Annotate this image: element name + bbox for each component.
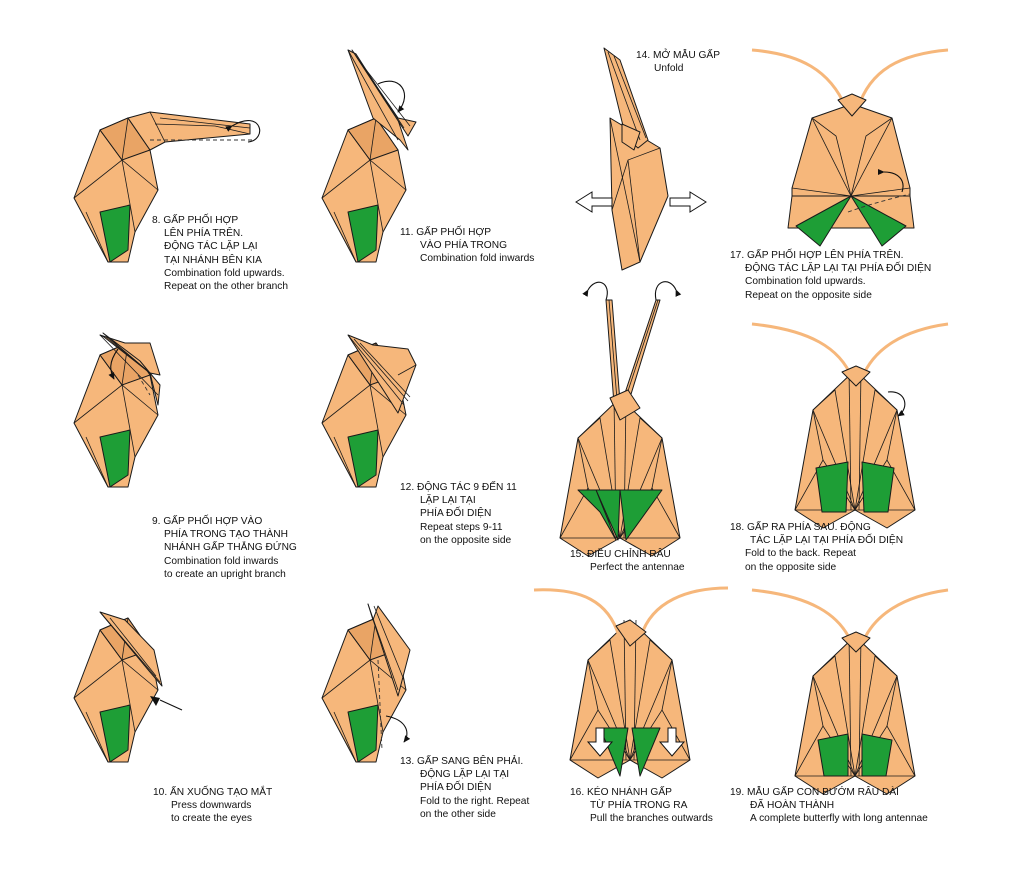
step-15-line: Perfect the antennae — [590, 562, 685, 574]
step-16-figure — [533, 586, 729, 779]
step-9-line: NHÁNH GẤP THẲNG ĐỨNG — [164, 542, 297, 554]
step-12-caption: 12. ĐỘNG TÁC 9 ĐẾN 11 LẶP LẠI TẠI PHÍA Đ… — [400, 481, 517, 547]
step-13-line: on the other side — [420, 808, 496, 820]
step-19-line: A complete butterfly with long antennae — [750, 813, 928, 825]
step-8-line: TẠI NHÁNH BÊN KIA — [164, 254, 262, 266]
step-13-line: ĐỘNG LẶP LẠI TẠI — [420, 769, 510, 781]
step-8-caption: 8. GẤP PHỐI HỢP LÊN PHÍA TRÊN. ĐỘNG TÁC … — [152, 214, 288, 293]
step-10-line: Press downwards — [171, 800, 252, 812]
step-10-figure — [73, 611, 183, 763]
step-13-figure — [321, 603, 411, 763]
step-8-line: Combination fold upwards. — [164, 267, 285, 279]
step-12-line: PHÍA ĐỐI DIỆN — [420, 508, 492, 520]
step-11-figure — [321, 49, 417, 263]
step-14-title: 14. MỞ MẪU GẤP — [636, 50, 721, 61]
step-9-title: 9. GẤP PHỐI HỢP VÀO — [152, 516, 263, 527]
step-14-figure — [575, 47, 707, 271]
step-13-line: PHÍA ĐỐI DIỆN — [420, 782, 492, 794]
step-13-title: 13. GẤP SANG BÊN PHẢI. — [400, 756, 524, 767]
step-15-caption: 15. ĐIỀU CHỈNH RÂU Perfect the antennae — [570, 548, 685, 574]
step-17-figure — [751, 48, 949, 247]
step-10-title: 10. ẤN XUỐNG TẠO MẮT — [153, 787, 273, 798]
step-12-line: Repeat steps 9-11 — [420, 521, 503, 533]
step-18-line: on the opposite side — [745, 561, 837, 573]
step-18-figure — [751, 322, 949, 529]
step-17-line: Repeat on the opposite side — [745, 289, 872, 301]
step-10-caption: 10. ẤN XUỐNG TẠO MẮT Press downwards to … — [153, 786, 272, 826]
step-17-line: ĐỘNG TÁC LẶP LẠI TẠI PHÍA ĐỐI DIỆN — [745, 263, 932, 275]
step-11-line: Combination fold inwards — [420, 253, 535, 265]
step-17-title: 17. GẤP PHỐI HỢP LÊN PHÍA TRÊN. — [730, 250, 904, 261]
step-8-figure — [73, 111, 261, 263]
step-15-figure — [559, 281, 682, 557]
step-17-line: Combination fold upwards. — [745, 276, 866, 288]
step-18-line: Fold to the back. Repeat — [745, 548, 856, 560]
step-10-line: to create the eyes — [171, 813, 252, 825]
step-8-title: 8. GẤP PHỐI HỢP — [152, 215, 239, 226]
step-14-line: Unfold — [654, 63, 684, 75]
step-15-title: 15. ĐIỀU CHỈNH RÂU — [570, 549, 671, 560]
step-9-line: to create an upright branch — [164, 568, 286, 580]
step-12-figure — [321, 334, 417, 488]
step-9-line: Combination fold inwards — [164, 555, 279, 567]
step-19-figure — [751, 588, 949, 795]
step-19-line: ĐÃ HOÀN THÀNH — [750, 800, 835, 812]
step-13-caption: 13. GẤP SANG BÊN PHẢI. ĐỘNG LẶP LẠI TẠI … — [400, 755, 529, 821]
step-9-line: PHÍA TRONG TẠO THÀNH — [164, 529, 288, 541]
step-19-caption: 19. MẪU GẤP CON BƯỚM RÂU DÀI ĐÃ HOÀN THÀ… — [730, 786, 928, 826]
step-9-caption: 9. GẤP PHỐI HỢP VÀO PHÍA TRONG TẠO THÀNH… — [152, 515, 297, 581]
step-14-caption: 14. MỞ MẪU GẤP Unfold — [636, 49, 720, 75]
step-18-caption: 18. GẤP RA PHÍA SAU. ĐỘNG TÁC LẶP LẠI TẠ… — [730, 521, 903, 574]
step-17-caption: 17. GẤP PHỐI HỢP LÊN PHÍA TRÊN. ĐỘNG TÁC… — [730, 249, 931, 302]
step-16-caption: 16. KÉO NHÁNH GẤP TỪ PHÍA TRONG RA Pull … — [570, 786, 713, 826]
step-18-line: TÁC LẶP LẠI TẠI PHÍA ĐỐI DIỆN — [750, 535, 904, 547]
step-11-caption: 11. GẤP PHỐI HỢP VÀO PHÍA TRONG Combinat… — [400, 226, 534, 266]
step-12-title: 12. ĐỘNG TÁC 9 ĐẾN 11 — [400, 482, 517, 493]
step-11-title: 11. GẤP PHỐI HỢP — [400, 227, 492, 238]
step-12-line: LẶP LẠI TẠI — [420, 495, 476, 507]
step-11-line: VÀO PHÍA TRONG — [420, 240, 507, 252]
step-18-title: 18. GẤP RA PHÍA SAU. ĐỘNG — [730, 522, 871, 533]
step-8-line: ĐỘNG TÁC LẶP LẠI — [164, 241, 258, 253]
step-16-line: TỪ PHÍA TRONG RA — [590, 800, 688, 812]
step-19-title: 19. MẪU GẤP CON BƯỚM RÂU DÀI — [730, 787, 899, 798]
step-16-line: Pull the branches outwards — [590, 813, 713, 825]
step-8-line: Repeat on the other branch — [164, 281, 289, 293]
step-9-figure — [73, 332, 161, 488]
step-8-line: LÊN PHÍA TRÊN. — [164, 228, 244, 240]
step-16-title: 16. KÉO NHÁNH GẤP — [570, 787, 672, 798]
step-13-line: Fold to the right. Repeat — [420, 795, 530, 807]
step-12-line: on the opposite side — [420, 534, 512, 546]
